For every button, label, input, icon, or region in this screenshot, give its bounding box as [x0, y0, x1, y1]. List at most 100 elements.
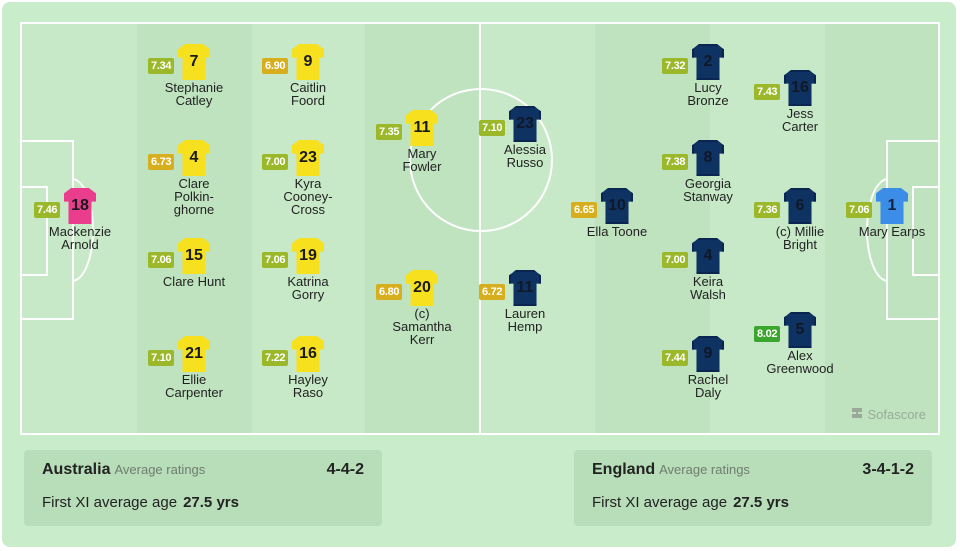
shirt-number: 4: [692, 238, 724, 274]
home-team-name[interactable]: Australia: [42, 461, 111, 478]
player-rating-badge: 7.38: [662, 154, 689, 170]
player-rating-badge: 7.06: [262, 252, 289, 268]
away-goal-area: [912, 186, 940, 276]
player-name: Clare Polkin- ghorne: [173, 176, 215, 217]
shirt-number: 11: [509, 270, 541, 306]
shirt-number: 2: [692, 44, 724, 80]
shirt-number: 23: [292, 140, 324, 176]
player-name: Ella Toone: [586, 224, 648, 239]
player-rating-badge: 7.06: [148, 252, 175, 268]
player-rating-badge: 6.72: [479, 284, 506, 300]
shirt-number: 10: [601, 188, 633, 224]
player-rating-badge: 7.35: [376, 124, 403, 140]
player-name: Alex Greenwood: [766, 348, 834, 376]
away-age-label: First XI average age: [592, 494, 728, 511]
shirt-number: 15: [178, 238, 210, 274]
player-rating-badge: 7.22: [262, 350, 289, 366]
home-goal-area: [20, 186, 48, 276]
player-rating-badge: 7.44: [662, 350, 689, 366]
player-name: Clare Hunt: [162, 274, 226, 289]
player-rating-badge: 7.00: [262, 154, 289, 170]
shirt-number: 9: [292, 44, 324, 80]
player-rating-badge: 7.46: [34, 202, 61, 218]
sofascore-logo-icon: [850, 406, 864, 423]
player-name: Jess Carter: [781, 106, 819, 134]
player-name: Lucy Bronze: [687, 80, 729, 108]
home-average-ratings-label: Average ratings: [114, 462, 206, 477]
player-name: Kyra Cooney- Cross: [283, 176, 333, 217]
player-name: Mary Earps: [858, 224, 926, 239]
player-rating-badge: 7.00: [662, 252, 689, 268]
player-name: Alessia Russo: [504, 142, 546, 170]
player-rating-badge: 7.34: [148, 58, 175, 74]
home-formation: 4-4-2: [326, 461, 364, 478]
player-name: Mary Fowler: [402, 146, 442, 174]
shirt-number: 18: [64, 188, 96, 224]
away-average-age: First XI average age 27.5 yrs: [592, 494, 789, 511]
player-name: Katrina Gorry: [287, 274, 329, 302]
away-formation: 3-4-1-2: [862, 461, 914, 478]
player-name: (c) Samantha Kerr: [392, 306, 452, 347]
player-name: Rachel Daly: [687, 372, 729, 400]
sofascore-label: Sofascore: [867, 407, 926, 422]
sofascore-watermark: Sofascore: [850, 406, 926, 423]
player-rating-badge: 7.10: [479, 120, 506, 136]
player-name: Mackenzie Arnold: [48, 224, 112, 252]
away-age-value: 27.5 yrs: [733, 494, 789, 511]
away-team-name[interactable]: England: [592, 461, 656, 478]
shirt-number: 23: [509, 106, 541, 142]
player-rating-badge: 7.06: [846, 202, 873, 218]
shirt-number: 8: [692, 140, 724, 176]
pitch-stripe: [595, 22, 710, 435]
shirt-number: 7: [178, 44, 210, 80]
player-rating-badge: 7.43: [754, 84, 781, 100]
player-rating-badge: 7.36: [754, 202, 781, 218]
shirt-number: 16: [292, 336, 324, 372]
